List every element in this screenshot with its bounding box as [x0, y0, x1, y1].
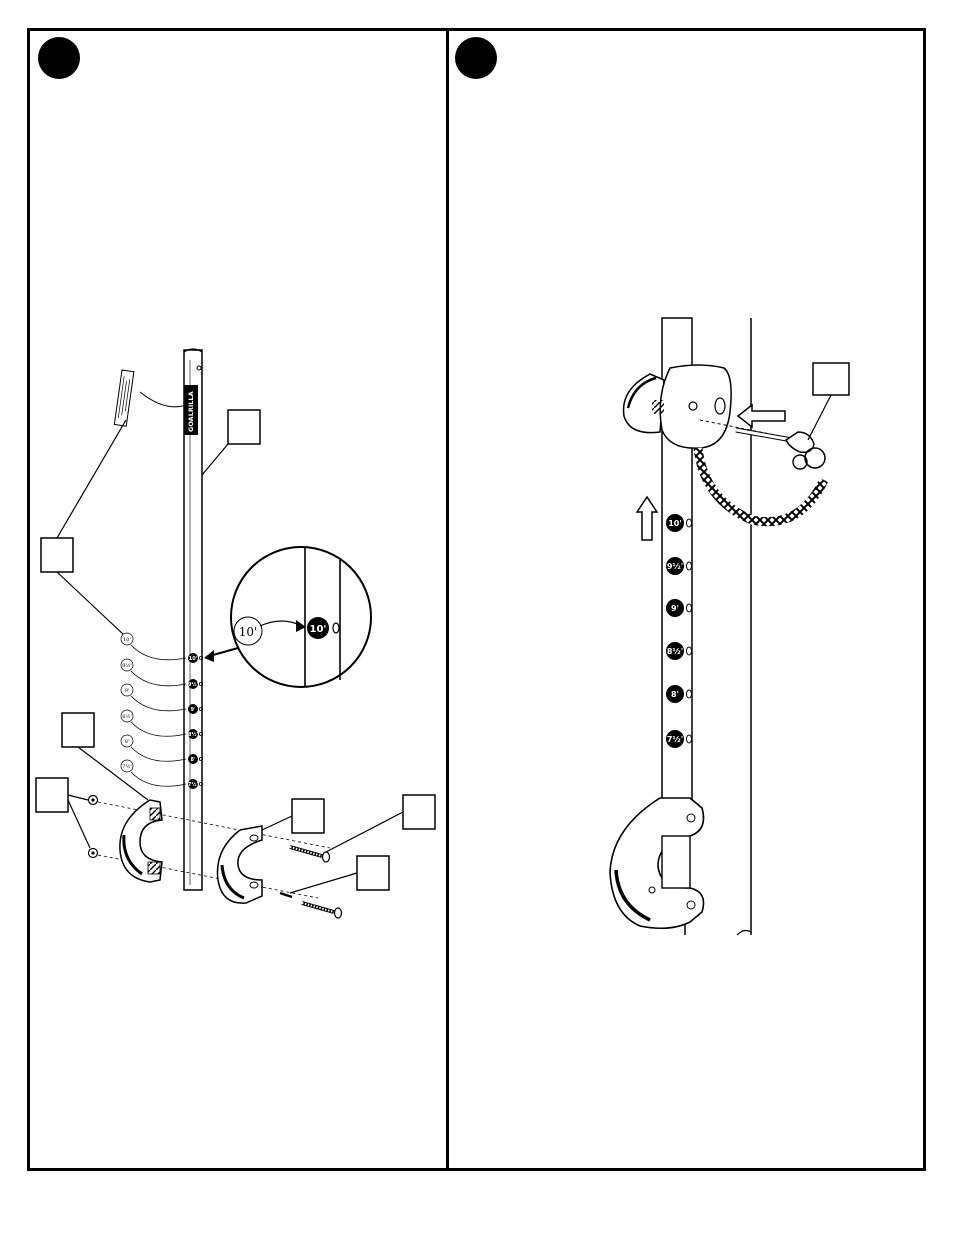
pole-label-0: 10': [189, 656, 198, 662]
carriage-bolt-bottom: [302, 903, 342, 918]
sticker-label-4: 8': [125, 739, 130, 745]
magnified-hole-label: 10': [310, 624, 327, 635]
sticker-label-1: 9½': [122, 662, 131, 669]
callout-box-bracket: [62, 713, 94, 747]
callout-box-screw: [357, 856, 389, 890]
callout-box-pole: [228, 410, 260, 444]
pole-decal-brand: GOALRILLA: [187, 391, 195, 432]
height-label-4: 8': [671, 690, 679, 699]
height-label-1: 9½': [667, 561, 683, 571]
left-step-drawing: GOALRILLA 10' 10': [36, 349, 435, 918]
callout-box-decal: [41, 538, 73, 572]
sticker-label-5: 7½': [122, 763, 131, 770]
height-label-2: 9': [671, 604, 679, 613]
callout-box-pin: [813, 363, 849, 395]
small-screw: [280, 893, 292, 897]
height-label-5: 7½': [667, 734, 683, 744]
height-label-3: 8½': [667, 646, 683, 656]
lower-bracket: [610, 798, 704, 928]
pole-label-2: 9': [190, 707, 195, 713]
sticker-label-2: 9': [125, 688, 130, 694]
insert-arrow: [738, 405, 785, 427]
decal-sheet: [114, 370, 134, 426]
right-bracket: [217, 826, 262, 903]
upper-clamp: [624, 365, 732, 448]
pole-label-5: 7½': [188, 781, 199, 788]
sticker-label-0: 10': [123, 637, 131, 643]
right-step-drawing: 10' 9½' 9' 8½' 8' 7½': [610, 318, 849, 935]
pole-label-3: 8½': [188, 731, 199, 738]
sticker-label-3: 8½': [122, 713, 131, 720]
pole-label-4: 8': [190, 757, 195, 763]
left-bracket: [120, 800, 162, 882]
pole-label-1: 9½': [188, 681, 199, 688]
raise-arrow: [637, 497, 657, 540]
height-label-0: 10': [668, 519, 682, 528]
magnified-sticker-label: 10': [239, 625, 258, 639]
callout-box-bracket-right: [292, 799, 324, 833]
carriage-bolt-top: [290, 847, 330, 862]
magnifier-detail: 10' 10': [204, 547, 371, 687]
callout-box-bolt: [403, 795, 435, 829]
callout-box-nuts: [36, 778, 68, 812]
